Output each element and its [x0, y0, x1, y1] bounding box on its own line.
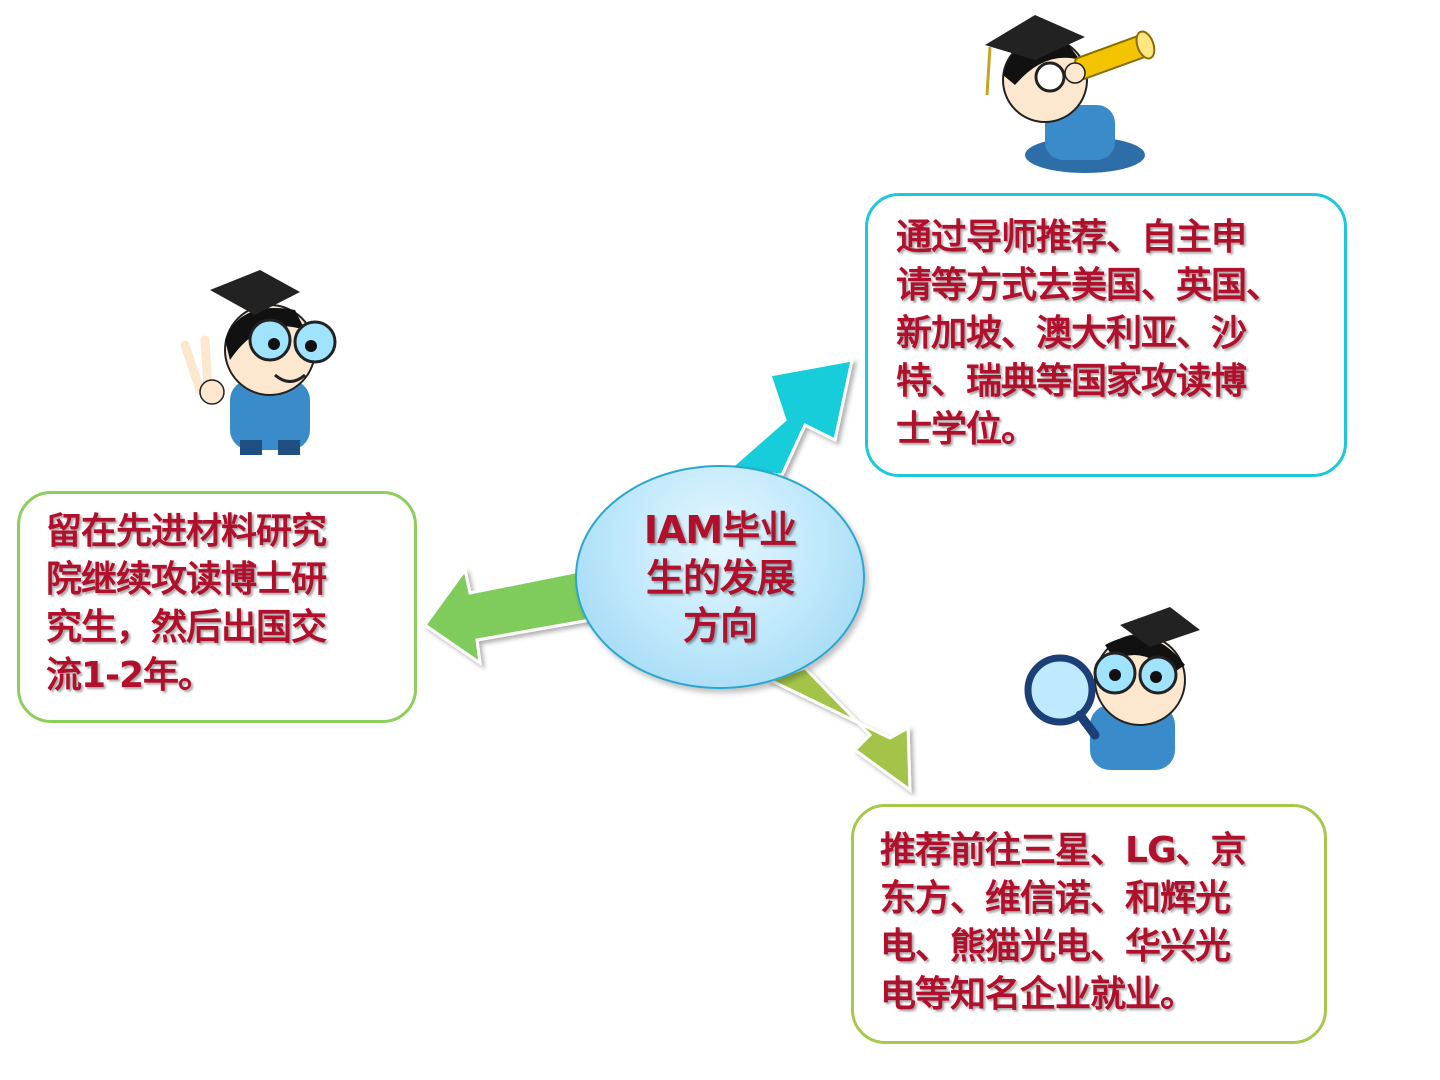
branch-line: 东方、维信诺、和辉光: [880, 878, 1231, 919]
center-line: 方向: [682, 604, 758, 648]
branch-line: 电等知名企业就业。: [880, 974, 1196, 1015]
arrow-to-abroad: [724, 358, 854, 477]
center-line: IAM毕业: [643, 508, 797, 552]
branch-abroad-box: 通过导师推荐、自主申 请等方式去美国、英国、 新加坡、澳大利亚、沙 特、瑞典等国…: [865, 193, 1347, 477]
branch-line: 请等方式去美国、英国、: [896, 265, 1282, 306]
branch-line: 留在先进材料研究: [46, 511, 327, 552]
arrow-to-industry: [766, 666, 912, 794]
scholar-magnifier-illustration: [1024, 607, 1200, 770]
branch-line: 流1-2年。: [46, 655, 214, 696]
scholar-victory-illustration: [180, 270, 337, 455]
branch-line: 特、瑞典等国家攻读博: [896, 361, 1247, 402]
branch-line: 推荐前往三星、LG、京: [880, 830, 1247, 871]
arrow-to-stay: [422, 566, 592, 667]
center-line: 生的发展: [645, 556, 795, 600]
branch-line: 院继续攻读博士研: [46, 559, 327, 600]
center-topic: IAM毕业 生的发展 方向: [575, 465, 865, 689]
branch-line: 士学位。: [896, 409, 1037, 450]
branch-line: 新加坡、澳大利亚、沙: [896, 313, 1247, 354]
branch-industry-box: 推荐前往三星、LG、京 东方、维信诺、和辉光 电、熊猫光电、华兴光 电等知名企业…: [851, 804, 1327, 1044]
branch-line: 究生，然后出国交: [46, 607, 327, 648]
branch-line: 电、熊猫光电、华兴光: [880, 926, 1231, 967]
branch-line: 通过导师推荐、自主申: [896, 217, 1247, 258]
branch-stay-box: 留在先进材料研究 院继续攻读博士研 究生，然后出国交 流1-2年。: [17, 491, 417, 723]
scholar-telescope-illustration: [985, 15, 1156, 173]
